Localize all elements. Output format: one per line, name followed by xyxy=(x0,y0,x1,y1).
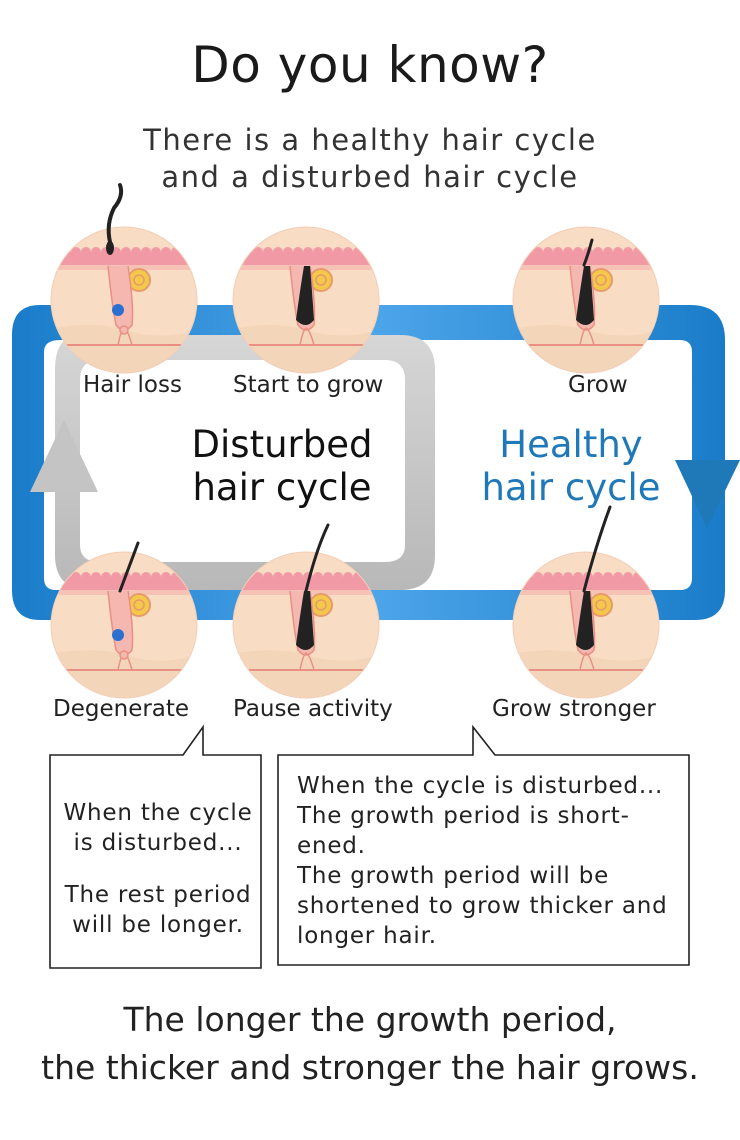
healthy-arrow-head xyxy=(675,460,740,528)
page-title: Do you know? xyxy=(191,36,549,94)
callout-left-intro: When the cycle is disturbed... xyxy=(63,800,253,856)
follicle-hair-loss xyxy=(50,183,198,374)
disturbed-cycle-title: Disturbed hair cycle xyxy=(160,423,404,509)
stage-label-degenerate: Degenerate xyxy=(53,696,190,722)
callout-right xyxy=(277,724,690,966)
follicle-grow xyxy=(512,226,660,374)
page-subtitle: There is a healthy hair cycle and a dist… xyxy=(143,123,597,194)
callout-right-text: When the cycle is disturbed... The growt… xyxy=(297,773,668,949)
stage-label-pause-activity: Pause activity xyxy=(233,696,393,722)
callout-left xyxy=(49,724,262,969)
follicle-degenerate xyxy=(50,541,198,699)
stage-label-grow: Grow xyxy=(568,372,628,398)
healthy-title-line1: Healthy xyxy=(499,423,643,466)
healthy-cycle-title: Healthy hair cycle xyxy=(458,423,684,509)
stage-label-grow-stronger: Grow stronger xyxy=(492,696,656,722)
healthy-title-line2: hair cycle xyxy=(481,466,661,509)
conclusion-text: The longer the growth period, the thicke… xyxy=(41,1000,699,1087)
stage-label-hair-loss: Hair loss xyxy=(83,372,182,398)
disturbed-title-line1: Disturbed xyxy=(191,423,373,466)
stage-label-start-to-grow: Start to grow xyxy=(233,372,384,398)
disturbed-title-line2: hair cycle xyxy=(192,466,372,509)
callout-left-detail: The rest period will be longer. xyxy=(64,882,252,938)
follicle-grow-stronger xyxy=(512,505,660,699)
disturbed-arrow-head xyxy=(30,420,98,492)
